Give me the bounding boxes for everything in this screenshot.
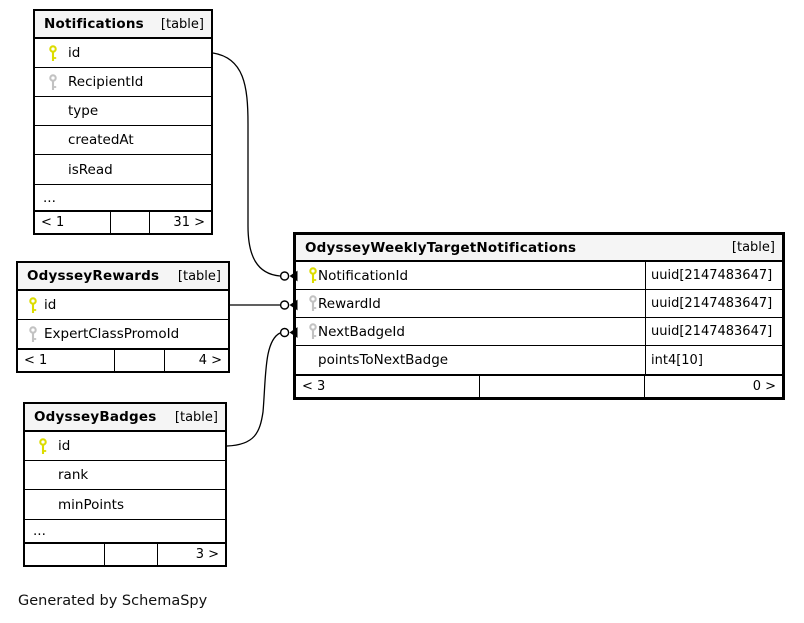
column-name: id bbox=[58, 438, 71, 454]
column-row: RecipientId bbox=[35, 68, 211, 97]
footer-children-count: 31 > bbox=[173, 215, 205, 230]
column-row: rank bbox=[25, 461, 225, 490]
column-name: NextBadgeId bbox=[318, 323, 405, 340]
entity-table-odyssey-weekly-target-notifications[interactable]: OdysseyWeeklyTargetNotifications [table]… bbox=[293, 232, 785, 400]
column-row: RewardId uuid[2147483647] bbox=[296, 290, 782, 318]
foreign-key-icon bbox=[18, 325, 44, 343]
column-row: pointsToNextBadge int4[10] bbox=[296, 346, 782, 374]
column-name: id bbox=[68, 45, 81, 61]
column-row: type bbox=[35, 97, 211, 126]
column-name: id bbox=[44, 297, 57, 313]
table-tag: [table] bbox=[177, 268, 221, 284]
zero-or-one-circle-icon bbox=[279, 300, 290, 310]
column-row: NotificationId uuid[2147483647] bbox=[296, 262, 782, 290]
column-row: NextBadgeId uuid[2147483647] bbox=[296, 318, 782, 346]
entity-table-notifications[interactable]: Notifications [table] id RecipientId typ… bbox=[33, 9, 213, 235]
column-name: minPoints bbox=[58, 496, 125, 513]
column-row: id bbox=[25, 432, 225, 461]
footer-children-count: 0 > bbox=[752, 379, 776, 394]
generated-by-caption: Generated by SchemaSpy bbox=[18, 593, 208, 609]
footer-parents-count: < 1 bbox=[18, 350, 115, 371]
more-columns-ellipsis: ... bbox=[25, 519, 225, 542]
foreign-key-icon bbox=[296, 295, 318, 312]
table-header[interactable]: OdysseyBadges [table] bbox=[25, 404, 225, 432]
footer-children-count: 4 > bbox=[198, 353, 222, 368]
column-name: type bbox=[68, 103, 99, 119]
footer-parents-count: < 1 bbox=[35, 212, 111, 233]
primary-key-icon bbox=[296, 267, 318, 284]
column-row: id bbox=[35, 39, 211, 68]
table-footer: < 1 31 > bbox=[35, 210, 211, 233]
table-header[interactable]: OdysseyRewards [table] bbox=[18, 263, 228, 291]
table-header[interactable]: Notifications [table] bbox=[35, 11, 211, 39]
footer-parents-count bbox=[25, 544, 105, 565]
column-type: uuid[2147483647] bbox=[645, 290, 782, 317]
more-columns-ellipsis: ... bbox=[35, 184, 211, 210]
table-tag: [table] bbox=[731, 240, 775, 255]
footer-middle-cell bbox=[111, 212, 150, 233]
footer-middle-cell bbox=[105, 544, 158, 565]
table-footer: < 1 4 > bbox=[18, 348, 228, 371]
column-row: minPoints bbox=[25, 490, 225, 519]
column-name: isRead bbox=[68, 161, 113, 178]
footer-parents-count: < 3 bbox=[296, 376, 480, 397]
zero-or-one-circle-icon bbox=[279, 271, 290, 281]
primary-key-icon bbox=[35, 44, 68, 62]
table-name: OdysseyBadges bbox=[34, 409, 157, 425]
table-tag: [table] bbox=[160, 16, 204, 32]
entity-table-odyssey-rewards[interactable]: OdysseyRewards [table] id ExpertClassPro… bbox=[16, 261, 230, 373]
column-name: RewardId bbox=[318, 295, 381, 312]
zero-or-one-circle-icon bbox=[279, 327, 290, 338]
column-name: NotificationId bbox=[318, 267, 409, 284]
primary-key-icon bbox=[18, 296, 44, 314]
column-name: RecipientId bbox=[68, 74, 144, 90]
column-name: createdAt bbox=[68, 132, 134, 148]
footer-middle-cell bbox=[115, 350, 165, 371]
table-name: OdysseyWeeklyTargetNotifications bbox=[305, 239, 577, 256]
foreign-key-icon bbox=[296, 323, 318, 340]
column-type: uuid[2147483647] bbox=[645, 318, 782, 345]
table-name: Notifications bbox=[44, 16, 144, 32]
table-header[interactable]: OdysseyWeeklyTargetNotifications [table] bbox=[296, 235, 782, 262]
column-name: ExpertClassPromoId bbox=[44, 326, 180, 342]
column-row: createdAt bbox=[35, 126, 211, 155]
column-row: ExpertClassPromoId bbox=[18, 320, 228, 348]
column-name: rank bbox=[58, 467, 89, 483]
footer-children-count: 3 > bbox=[195, 547, 219, 562]
column-row: id bbox=[18, 291, 228, 320]
column-row: isRead bbox=[35, 155, 211, 184]
foreign-key-icon bbox=[35, 73, 68, 91]
relationship-line-notifications bbox=[212, 52, 281, 277]
column-name: pointsToNextBadge bbox=[318, 352, 449, 368]
column-type: int4[10] bbox=[645, 346, 782, 374]
table-tag: [table] bbox=[174, 409, 218, 425]
table-name: OdysseyRewards bbox=[27, 268, 160, 284]
column-type: uuid[2147483647] bbox=[645, 262, 782, 289]
primary-key-icon bbox=[25, 437, 58, 455]
table-footer: 3 > bbox=[25, 542, 225, 565]
footer-middle-cell bbox=[480, 376, 645, 397]
table-footer: < 3 0 > bbox=[296, 374, 782, 397]
entity-table-odyssey-badges[interactable]: OdysseyBadges [table] id rank minPoints … bbox=[23, 402, 227, 567]
relationship-line-badges bbox=[226, 332, 281, 447]
